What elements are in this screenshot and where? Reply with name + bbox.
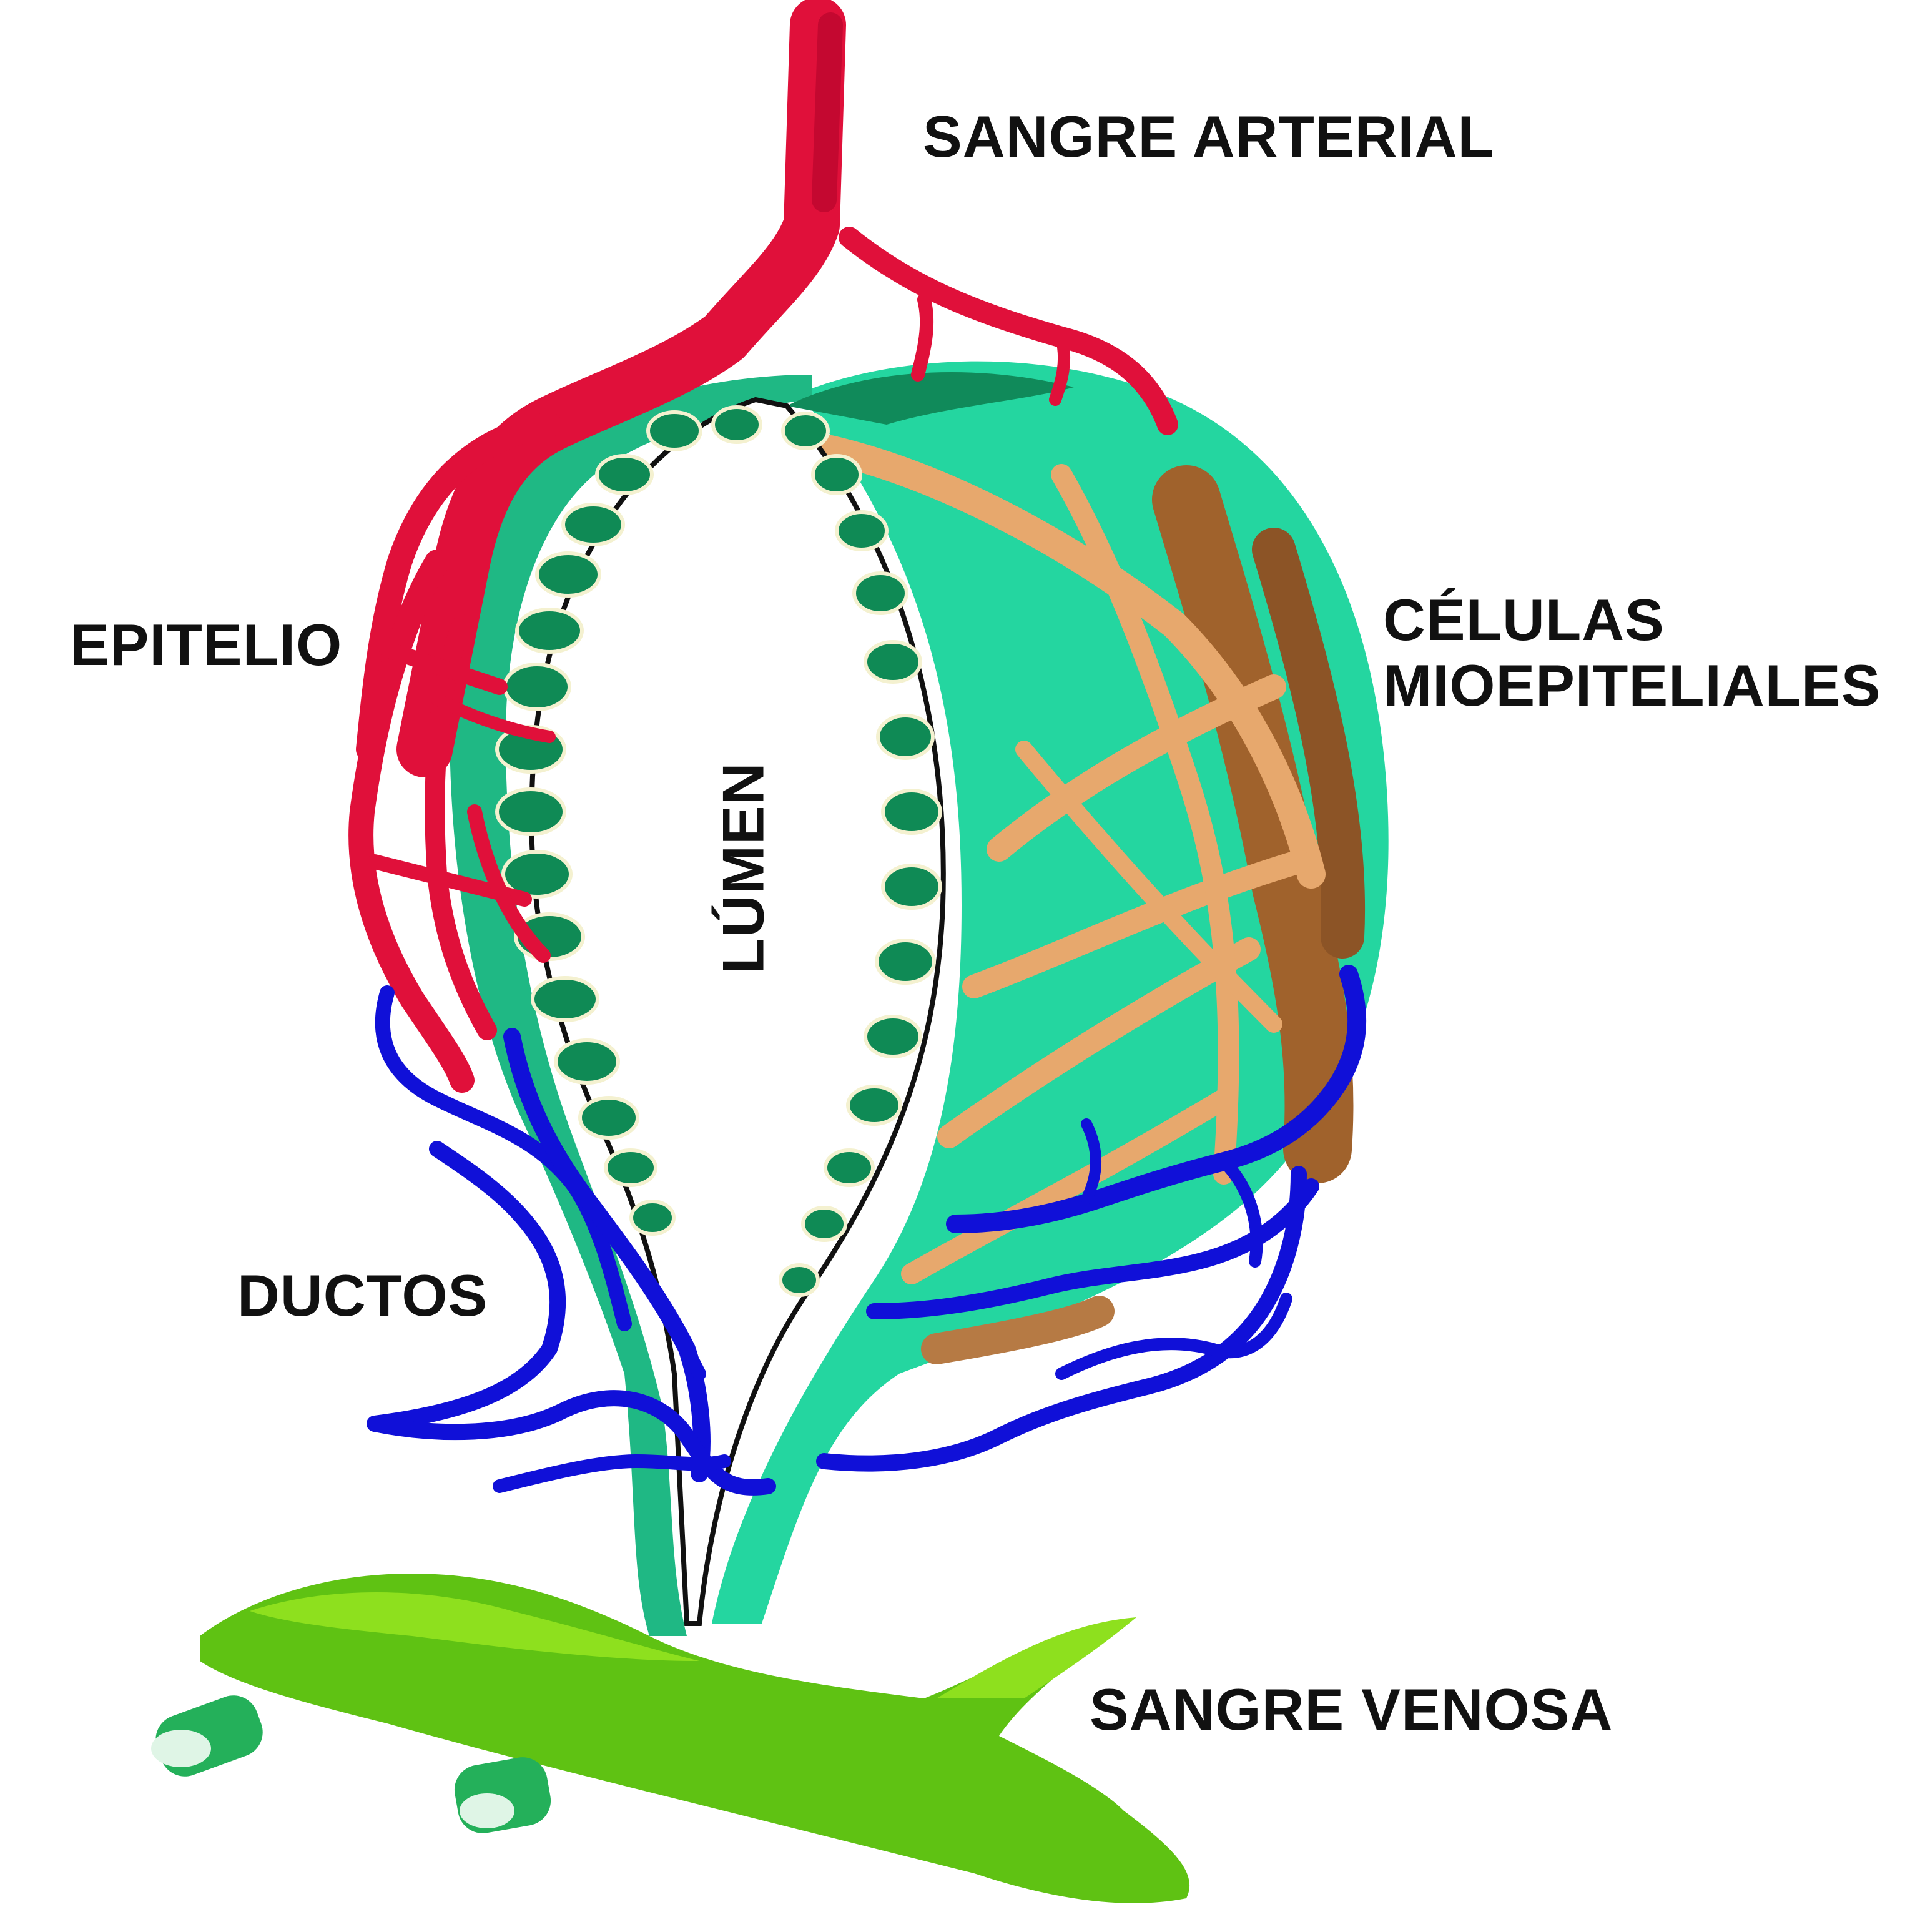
duct-3 xyxy=(367,1141,566,1432)
epithelial-cell xyxy=(531,976,599,1022)
epithelial-cell xyxy=(495,787,566,836)
artery-branch-right-3 xyxy=(1049,331,1071,406)
myoepithelial-branch-6 xyxy=(1051,464,1239,1185)
epithelial-cell xyxy=(881,789,942,835)
venous-stub-opening xyxy=(151,1730,211,1767)
epithelial-cell xyxy=(578,1096,639,1140)
myoepithelial-branch-5 xyxy=(901,1088,1234,1284)
epithelial-cell xyxy=(629,1200,676,1236)
epithelial-cell xyxy=(876,714,935,760)
label-celulas-mioepiteliales: CÉLULAS MIOEPITELIALES xyxy=(1383,587,1881,719)
myoepithelial-branch-2 xyxy=(987,674,1286,862)
myoepithelial-branch-7 xyxy=(1015,741,1282,1033)
myoepithelial-branch-1 xyxy=(816,435,1326,889)
duct-right-3 xyxy=(816,1166,1307,1472)
ducts-network xyxy=(367,965,1367,1496)
lumen xyxy=(529,397,946,1626)
epithelial-cell xyxy=(711,405,762,444)
epithelial-cell xyxy=(501,850,573,899)
label-celulas-line1: CÉLULAS xyxy=(1383,587,1665,653)
epithelial-cell xyxy=(554,1038,620,1085)
myoepithelial-branch-8 xyxy=(921,1296,1115,1364)
duct-right-5 xyxy=(1218,1155,1263,1268)
epithelial-cell xyxy=(875,939,936,985)
arterial-vessel xyxy=(348,0,1178,1093)
venous-vessel xyxy=(151,1574,1190,1903)
venous-vessel-highlight xyxy=(250,1592,699,1661)
label-ductos: DUCTOS xyxy=(237,1263,488,1328)
label-epitelio: EPITELIO xyxy=(70,612,343,678)
gland-left-lobe xyxy=(450,375,812,1636)
label-sangre-arterial: SANGRE ARTERIAL xyxy=(923,104,1494,169)
venous-stub-opening xyxy=(460,1793,514,1828)
artery-branch-right-2 xyxy=(911,293,934,382)
duct-right-4 xyxy=(1055,1293,1292,1380)
epithelial-cell xyxy=(824,1148,875,1187)
artery-branch-left-3 xyxy=(425,614,497,1040)
epithelial-cell xyxy=(881,864,942,910)
epithelial-cell xyxy=(503,663,571,711)
epithelial-cell xyxy=(646,410,702,451)
label-celulas-line2: MIOEPITELIALES xyxy=(1383,653,1881,719)
myoepithelial-brown-core-2 xyxy=(1252,528,1366,959)
label-sangre-venosa: SANGRE VENOSA xyxy=(1090,1677,1613,1742)
label-lumen: LÚMEN xyxy=(710,762,776,974)
epithelial-cell xyxy=(864,640,922,684)
epithelial-cell xyxy=(864,1015,922,1058)
duct-right-2 xyxy=(866,1178,1319,1319)
venous-vessel-body xyxy=(200,1574,1190,1903)
duct-6 xyxy=(618,1242,706,1381)
duct-5 xyxy=(493,1454,731,1493)
artery-branch-left-4 xyxy=(379,641,508,695)
epithelial-cell xyxy=(846,1085,902,1126)
venous-vessel-tip xyxy=(937,1617,1136,1698)
epithelial-cell xyxy=(852,571,908,615)
epithelial-cell xyxy=(515,608,584,654)
epithelial-cell xyxy=(595,454,654,495)
epithelial-cell xyxy=(801,1206,847,1242)
epithelial-cell xyxy=(811,454,862,495)
artery-trunk-shade xyxy=(812,12,843,212)
duct-1 xyxy=(375,985,632,1331)
myoepithelial-cells xyxy=(816,435,1366,1364)
myoepithelial-branch-3 xyxy=(962,850,1311,998)
venous-branch-left xyxy=(151,1695,551,1833)
myoepithelial-branch-4 xyxy=(937,937,1261,1148)
epithelial-cell xyxy=(604,1148,657,1187)
epithelial-cell xyxy=(779,1263,820,1297)
artery-branch-left-7 xyxy=(431,693,556,743)
epithelial-cell xyxy=(835,510,889,551)
epithelial-cell xyxy=(561,503,625,546)
epithelial-cell xyxy=(781,412,830,450)
gland-top-band xyxy=(787,372,1074,425)
artery-branch-left-6 xyxy=(467,804,551,963)
duct-4 xyxy=(367,1390,776,1496)
epithelium-cells xyxy=(495,405,942,1297)
artery-branch-right xyxy=(839,227,1178,435)
epithelial-cell xyxy=(535,551,601,598)
duct-right-6 xyxy=(1081,1118,1101,1205)
